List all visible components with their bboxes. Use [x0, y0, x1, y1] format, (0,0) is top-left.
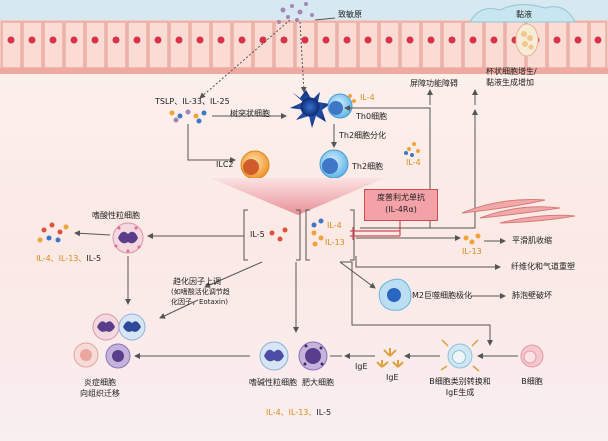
il13-box-label: IL-13: [325, 238, 345, 247]
inflammatory-label-line2: 向组织迁移: [80, 389, 120, 398]
cytokine-panel: [243, 209, 355, 261]
eos-cytokines: IL-4、IL-13、IL-5: [36, 254, 101, 263]
b-cell-switching: [440, 339, 480, 372]
il4ra-label: (IL-4Rα): [385, 205, 417, 214]
m2-polarization-label: M2巨噬细胞极化: [412, 291, 472, 300]
inflammatory-cells: [73, 342, 131, 369]
mucus-label: 黏液: [516, 10, 532, 19]
inflammatory-label-line1: 炎症细胞: [84, 378, 116, 387]
chemokine-label-line2: (如嗜酸活化调节趋: [171, 288, 230, 296]
th2-differentiation-label: Th2细胞分化: [339, 131, 387, 140]
tslp-label: TSLP、IL-33、IL-25: [155, 97, 230, 106]
airway-epithelium: [0, 0, 608, 74]
basophil-cell: [259, 341, 289, 371]
convergence-arrow: [210, 178, 385, 215]
eos-il4: IL-4、: [36, 254, 59, 263]
chemokine-label-line3: 化因子，Eotaxin): [171, 298, 228, 306]
dupilumab-box: 度普利尤单抗 (IL-4Rα): [364, 189, 438, 221]
barrier-dysfunction-label: 屏障功能障碍: [410, 79, 458, 88]
th0-il4-label: IL-4: [360, 93, 375, 102]
th2-cell: [319, 149, 349, 179]
tslp-cytokines: [169, 109, 207, 124]
eosinophil-cell: [112, 222, 144, 254]
smooth-muscle-fibers: [461, 199, 576, 224]
ige-label-left: IgE: [355, 362, 368, 371]
smooth-il13-label: IL-13: [462, 247, 482, 256]
eos-il5: IL-5: [86, 254, 102, 263]
b-cell-switch-label-line1: B细胞类别转换和: [429, 377, 491, 386]
th2-il4-label: IL-4: [406, 158, 421, 167]
m2-macrophage: [378, 278, 412, 311]
mast-cell-label: 肥大细胞: [302, 378, 334, 387]
dendritic-cell: [290, 90, 330, 128]
allergen-label: 致敏原: [338, 10, 362, 19]
il4-box-label: IL-4: [327, 221, 342, 230]
allergen-particles: [277, 2, 314, 24]
bottom-cytokines: IL-4、IL-13、IL-5: [266, 408, 331, 417]
ige-label-center: IgE: [386, 373, 399, 382]
migrating-eosinophils: [92, 313, 146, 341]
ige-antibodies: [376, 348, 404, 368]
goblet-label-line1: 杯状细胞增生/: [486, 67, 537, 76]
goblet-label-line2: 黏液生成增加: [486, 78, 534, 87]
b-cell-label: B细胞: [521, 377, 543, 386]
bottom-il4: IL-4、: [266, 408, 289, 417]
fibrosis-label: 纤维化和气道重塑: [511, 262, 575, 271]
eosinophil-label: 嗜酸性粒细胞: [92, 211, 140, 220]
th2-cell-label: Th2细胞: [352, 162, 384, 171]
dendritic-cell-label: 树突状细胞: [230, 109, 270, 118]
dupilumab-label: 度普利尤单抗: [377, 193, 425, 202]
mast-cell: [298, 341, 328, 371]
basophil-label: 嗜碱性粒细胞: [249, 378, 297, 387]
b-cell: [520, 344, 544, 368]
ilc2-cell: [240, 150, 270, 180]
bottom-il5: IL-5: [316, 408, 332, 417]
bottom-il13: IL-13、: [288, 408, 317, 417]
il5-box-label: IL-5: [250, 230, 265, 239]
th0-cell: [327, 93, 356, 119]
eos-il13: IL-13、: [58, 254, 87, 263]
smooth-muscle-label: 平滑肌收缩: [512, 236, 552, 245]
chemokine-label-line1: 趋化因子上调: [173, 277, 221, 286]
th0-cell-label: Th0细胞: [356, 112, 388, 121]
b-cell-switch-label-line2: IgE生成: [445, 388, 475, 397]
ilc2-label: ILC2: [216, 160, 234, 169]
alveolar-label: 肺泡壁破坏: [512, 291, 552, 300]
